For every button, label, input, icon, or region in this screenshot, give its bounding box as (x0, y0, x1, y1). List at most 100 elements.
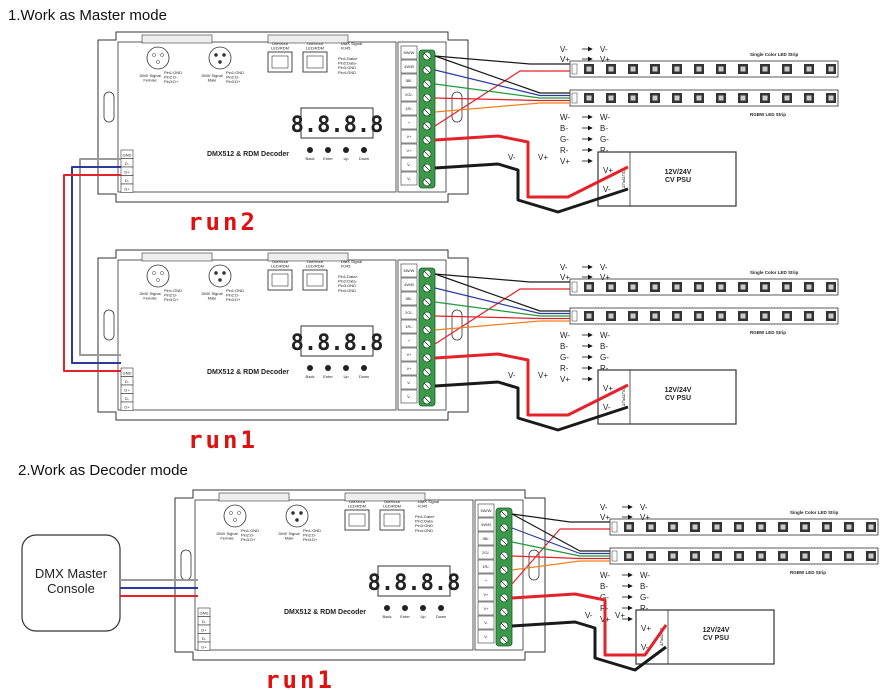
button-back (384, 605, 390, 611)
output-terminal-label: V+ (483, 592, 489, 597)
output-terminal-label: V+ (483, 606, 489, 611)
output-terminal (400, 319, 418, 334)
led-chip-inner (626, 553, 632, 559)
led-chip-inner (630, 66, 636, 72)
strip-pin-label: V- (600, 263, 608, 272)
strip-pin-label: R- (640, 604, 649, 613)
xlr-female-connector (146, 264, 170, 288)
rj45-out-port (344, 509, 370, 531)
screw-slot (500, 524, 508, 532)
screw-slot (423, 136, 431, 144)
screw-slot (423, 164, 431, 172)
output-terminal (477, 531, 495, 546)
rj45-in-port (379, 509, 405, 531)
psu-pin-vminus: V- (603, 403, 611, 412)
strip-pin-label: R- (560, 146, 569, 155)
button-label-up: Up (343, 374, 349, 379)
output-terminal-label: + (408, 338, 411, 343)
wire-rgbw-2 (434, 83, 570, 99)
button-label-enter: Enter (323, 156, 333, 161)
dmx-terminal-label: D+ (201, 645, 207, 650)
mode-label: run1 (188, 426, 258, 454)
output-terminal (477, 587, 495, 602)
rj45-socket (306, 55, 324, 69)
output-terminal-label: 1R/- (405, 106, 413, 111)
led-chip-inner (740, 95, 746, 101)
strip-pin-label: B- (560, 124, 568, 133)
led-chip-inner (828, 95, 834, 101)
screw-slot (423, 94, 431, 102)
psu-box (597, 151, 737, 207)
led-chip-inner (718, 313, 724, 319)
xlr-pin (233, 518, 237, 522)
xlr-pin (291, 511, 295, 515)
output-terminal-label: 2G/- (405, 310, 413, 315)
wire-rgbw-1 (434, 287, 570, 315)
dmx-terminal-label: D+ (124, 170, 130, 175)
output-terminal (477, 573, 495, 588)
rj45-in-port (302, 51, 328, 73)
mode-label: run1 (265, 666, 335, 690)
output-terminal-label: 3B/- (405, 78, 413, 83)
screw-slot (423, 326, 431, 334)
led-chip-inner (652, 95, 658, 101)
strip-pad (611, 521, 618, 533)
rgbw-strip-label: RGBW LED Strip (750, 112, 786, 117)
screw-slot (500, 552, 508, 560)
psu-pin-vplus: V+ (603, 384, 613, 393)
output-terminal-label: V- (407, 394, 411, 399)
led-chip-inner (802, 553, 808, 559)
device-name: DMX512 & RDM Decoder (284, 609, 366, 616)
button-enter (325, 365, 331, 371)
button-label-up: Up (343, 156, 349, 161)
wire-single-vplus (434, 70, 570, 127)
led-chip-inner (806, 66, 812, 72)
led-chip-inner (718, 66, 724, 72)
psu-wire-label-vminus: V- (508, 371, 516, 380)
led-chip-inner (846, 524, 852, 530)
led-chip-inner (670, 524, 676, 530)
dmx-terminal-label: GND (123, 371, 132, 376)
psu-pin-vplus: V+ (641, 624, 651, 633)
output-terminal-label: V- (407, 176, 411, 181)
led-chip-inner (806, 284, 812, 290)
button-back (307, 147, 313, 153)
wire-power-vminus (434, 380, 629, 432)
strip-pin-label: B- (600, 342, 608, 351)
xlr-pin (214, 53, 218, 57)
button-back (307, 365, 313, 371)
wire-rgbw-4 (434, 102, 570, 113)
button-label-up: Up (420, 614, 426, 619)
led-chip-inner (674, 284, 680, 290)
output-terminal-label: 1R/- (482, 564, 490, 569)
button-label-down: Down (359, 374, 369, 379)
led-chip-inner (692, 553, 698, 559)
led-chip-inner (696, 95, 702, 101)
output-terminal (477, 517, 495, 532)
lcd-frame (300, 107, 374, 139)
wire-rgbw-1 (434, 69, 570, 97)
output-terminal-label: 4W/B (481, 522, 491, 527)
output-terminal (400, 171, 418, 186)
dmx-terminal (120, 183, 134, 193)
dmx-terminal (120, 401, 134, 411)
button-up (343, 365, 349, 371)
output-terminal-label: + (408, 120, 411, 125)
wire-power-vplus (434, 134, 629, 199)
output-terminal (400, 143, 418, 158)
dmx-terminal-label: D+ (124, 405, 130, 410)
strip-pin-label: W- (560, 113, 570, 122)
psu-pin-vminus: V- (641, 643, 649, 652)
top-tab (267, 34, 349, 44)
output-terminal-label: 5W/W (404, 268, 415, 273)
dmx-terminal (197, 641, 211, 651)
screw-slot (500, 636, 508, 644)
